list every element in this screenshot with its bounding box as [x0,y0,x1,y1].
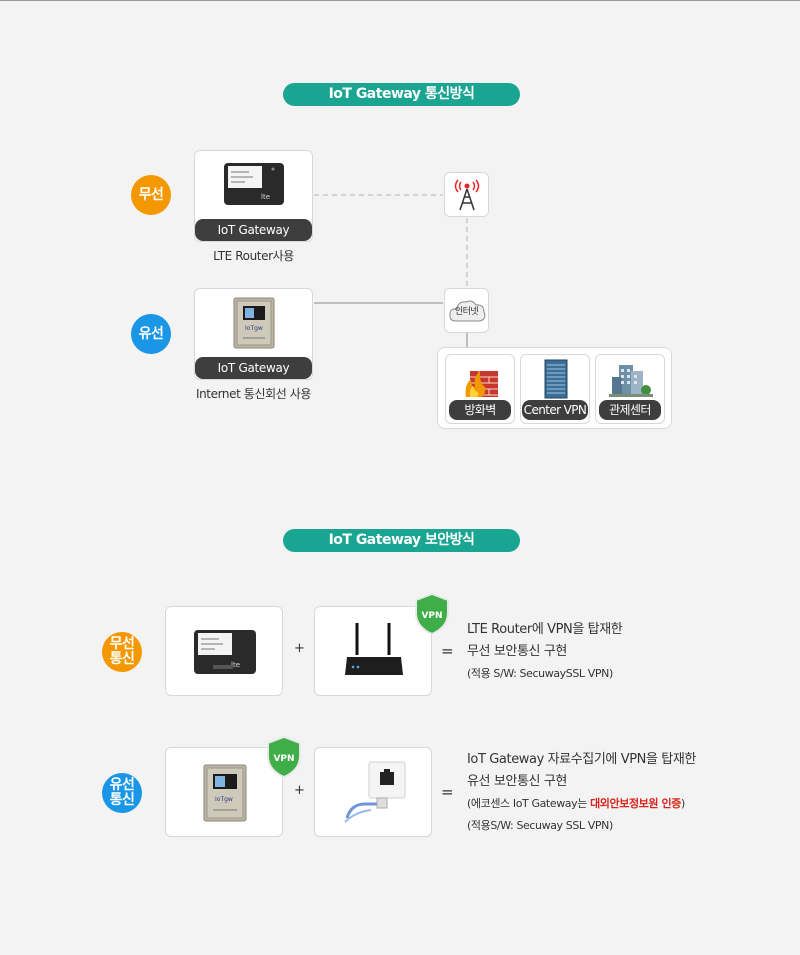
vpn-shield-text-wired: VPN [273,754,294,764]
iot-gateway-box-icon: IoTgw [233,297,275,349]
certification-text: 대외안보정보원 인증 [590,797,681,810]
wired-desc-line4: (적용S/W: Secuway SSL VPN) [467,819,613,832]
section-title-communication: IoT Gateway 통신방식 [283,83,520,106]
wired-comm-badge: 유선 통신 [102,773,142,813]
wireless-desc-line1: LTE Router에 VPN을 탑재한 [467,622,623,637]
control-center-card: 관제센터 [595,354,665,424]
wireless-comm-badge-line1: 무선 [109,636,135,652]
internet-card: 인터넷 [444,288,489,333]
control-center-label: 관제센터 [599,400,661,420]
wireless-desc-line2: 무선 보안통신 구현 [467,644,567,659]
firewall-card: 방화벽 [445,354,515,424]
wired-device-label: IoT Gateway [195,357,312,379]
wired-desc-line2: 유선 보안통신 구현 [467,774,567,789]
lte-router-icon: lte [194,630,256,674]
vpn-shield-icon: VPN [415,593,449,635]
iot-gateway-card: IoTgw [165,747,283,837]
wireless-device-caption: LTE Router사용 [213,249,294,263]
section-title-security: IoT Gateway 보안방식 [283,529,520,552]
internet-label: 인터넷 [454,307,479,317]
wired-device-card: IoTgw IoT Gateway [194,288,313,380]
center-group: 방화벽 Center VPN [437,347,672,429]
cloud-icon [449,300,486,322]
control-center-building-icon [609,365,653,397]
wired-desc-line3-post: ) [681,797,685,810]
equals-sign-wired: = [441,783,454,801]
wired-badge: 유선 [131,314,171,354]
firewall-icon [465,371,498,397]
wired-desc-line1: IoT Gateway 자료수집기에 VPN을 탑재한 [467,752,696,767]
wireless-comm-badge: 무선 통신 [102,632,142,672]
vpn-shield-icon: VPN [267,736,301,778]
vpn-shield-text: VPN [421,611,442,621]
lte-router-card: lte [165,606,283,696]
wired-desc-line3-pre: (에코센스 IoT Gateway는 [467,797,591,810]
vpn-router-card [314,606,432,696]
wireless-desc-line3: (적용 S/W: SecuwaySSL VPN) [467,667,613,680]
wireless-description: LTE Router에 VPN을 탑재한 무선 보안통신 구현 (적용 S/W:… [467,619,787,685]
wired-description: IoT Gateway 자료수집기에 VPN을 탑재한 유선 보안통신 구현 (… [467,749,797,837]
wireless-comm-badge-line2: 통신 [109,651,135,667]
connection-lines [314,194,468,347]
center-vpn-label: Center VPN [522,400,588,420]
plus-sign-wired: + [294,783,305,798]
iot-gateway-box-icon: IoTgw [203,764,247,822]
wireless-device-card: lte IoT Gateway [194,150,313,242]
wired-device-caption: Internet 통신회선 사용 [195,387,312,401]
tower-card [444,172,489,217]
server-rack-icon [544,359,568,399]
wired-desc-line3: (에코센스 IoT Gateway는 대외안보정보원 인증) [467,793,797,815]
svg-text:IoTgw: IoTgw [215,796,233,803]
wired-comm-badge-line1: 유선 [109,777,135,793]
svg-text:lte: lte [231,661,240,669]
svg-text:lte: lte [261,193,270,201]
equals-sign-wireless: = [441,642,454,660]
wireless-device-label: IoT Gateway [195,219,312,241]
lan-port-card [314,747,432,837]
svg-text:IoTgw: IoTgw [245,325,263,332]
plus-sign-wireless: + [294,641,305,656]
center-vpn-card: Center VPN [520,354,590,424]
wired-comm-badge-line2: 통신 [109,792,135,808]
firewall-label: 방화벽 [449,400,511,420]
vpn-router-icon [345,623,403,675]
wireless-badge: 무선 [131,175,171,215]
lan-port-icon [344,761,406,823]
antenna-tower-icon [454,179,480,211]
lte-router-icon: lte [224,163,284,205]
